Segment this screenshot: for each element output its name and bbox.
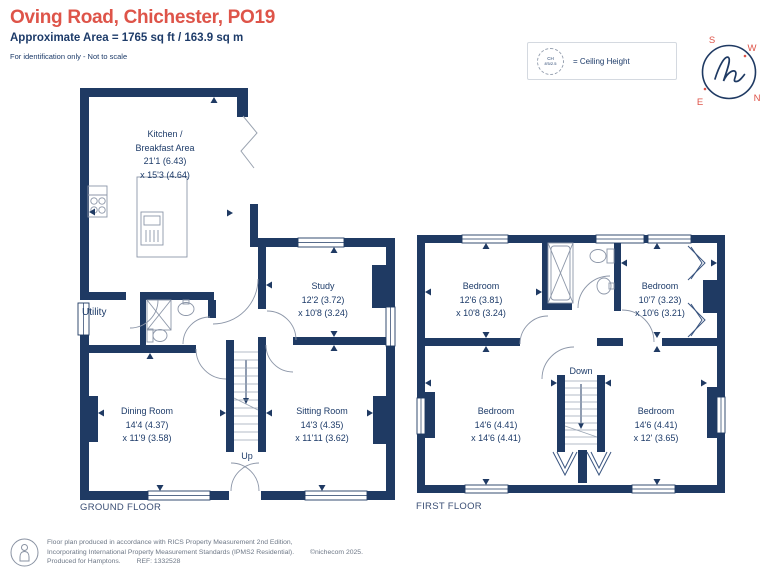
first-floor-walls [417,235,725,493]
compass-circle [701,44,757,100]
first-floor-caption: FIRST FLOOR [416,501,482,512]
room-label-utility: Utility [82,307,107,318]
room-label-bedroom-tr: Bedroom 10'7 (3.23) x 10'6 (3.21) [635,280,685,321]
label-line: x 10'6 (3.21) [635,308,685,318]
footer-ref: REF: 1332528 [136,558,181,565]
zigzag-opening [240,115,258,169]
toilet-icon-first [589,248,615,264]
room-label-sitting: Sitting Room 14'3 (4.35) x 11'11 (3.62) [295,405,348,446]
page-title: Oving Road, Chichester, PO19 [10,7,276,28]
label-line: Kitchen / [147,129,183,139]
sink-icon [177,299,195,316]
first-floor-windows [416,234,726,494]
footer-ipms-text: Incorporating International Property Mea… [47,548,295,556]
label-line: Bedroom [477,406,515,416]
person-icon [10,538,39,567]
ceiling-height-legend: CH 8'5/2.5 = Ceiling Height [527,42,677,80]
label-line: 14'6 (4.41) [474,419,518,430]
label-line: x 14'6 (4.41) [471,433,521,443]
label-line: Bedroom [641,281,679,291]
approximate-area-text: Approximate Area = 1765 sq ft / 163.9 sq… [10,32,244,44]
footer-produced-for: Produced for Hamptons. [47,558,121,565]
label-line: Sitting Room [296,406,348,416]
compass-s: S [709,35,715,46]
label-line: x 11'9 (3.58) [122,433,172,443]
label-line: x 12' (3.65) [633,433,679,443]
room-label-dining: Dining Room 14'4 (4.37) x 11'9 (3.58) [121,405,173,446]
label-line: Study [311,281,335,291]
room-label-bedroom-bl: Bedroom 14'6 (4.41) x 14'6 (4.41) [471,405,521,446]
stairs-up-label: Up [241,451,253,461]
badge-value-text: 8'5/2.5 [544,61,557,66]
stairs-down-label: Down [569,366,593,376]
hamptons-logo-h [714,56,746,83]
label-line: x 15'3 (4.64) [140,169,190,180]
toilet-icon [146,328,168,343]
first-floor-doors [519,275,655,380]
compass-e: E [697,97,703,108]
compass-dot-sw [703,87,707,91]
kitchen-island [136,176,188,258]
shower-icon-first [547,242,574,304]
label-line: Breakfast Area [135,142,195,153]
footer-copyright: ©nichecom 2025. [309,548,363,556]
disclaimer-text: For identification only - Not to scale [10,52,128,61]
footer-text: Floor plan produced in accordance with R… [47,538,363,567]
hob-icon [87,185,108,218]
compass-w: W [748,43,757,54]
badge-ch-text: CH [547,56,554,61]
staircase-up [233,351,259,441]
footer-line-3: Produced for Hamptons. REF: 1332528 [47,557,363,567]
room-label-bedroom-br: Bedroom 14'6 (4.41) x 12' (3.65) [634,405,679,446]
room-label-bedroom-tl: Bedroom 12'6 (3.81) x 10'8 (3.24) [456,280,506,321]
label-line: Dining Room [120,406,174,416]
label-line: Bedroom [637,406,675,416]
compass-dot-ne [743,54,747,58]
label-line: 10'7 (3.23) [638,294,682,305]
door-chevrons [552,245,706,477]
label-line: 14'3 (4.35) [300,419,344,430]
staircase-down [564,380,598,445]
label-line: 14'4 (4.37) [125,419,169,430]
measurement-arrows [89,97,717,491]
legend-label: = Ceiling Height [573,56,630,66]
room-label-study: Study 12'2 (3.72) x 10'8 (3.24) [298,280,348,321]
room-label-kitchen: Kitchen / Breakfast Area 21'1 (6.43) x 1… [135,128,194,182]
label-line: Bedroom [462,281,500,291]
shower-icon [146,299,172,331]
label-line: 12'2 (3.72) [301,294,345,305]
footer: Floor plan produced in accordance with R… [10,538,363,567]
ground-floor-doors [129,278,297,492]
compass-rose: S W N E [697,35,761,108]
label-line: x 10'8 (3.24) [456,308,506,318]
label-line: x 11'11 (3.62) [295,433,349,443]
compass-n: N [754,93,761,104]
footer-line-2: Incorporating International Property Mea… [47,548,363,558]
label-line: 14'6 (4.41) [634,419,678,430]
ground-floor-caption: GROUND FLOOR [80,502,162,513]
footer-line-1: Floor plan produced in accordance with R… [47,539,293,546]
label-line: 21'1 (6.43) [143,156,187,166]
label-line: x 10'8 (3.24) [298,308,348,318]
label-line: 12'6 (3.81) [459,294,503,305]
ground-floor-windows [77,237,396,501]
ceiling-height-badge: CH 8'5/2.5 [537,47,564,75]
sink-icon-first [596,277,615,295]
